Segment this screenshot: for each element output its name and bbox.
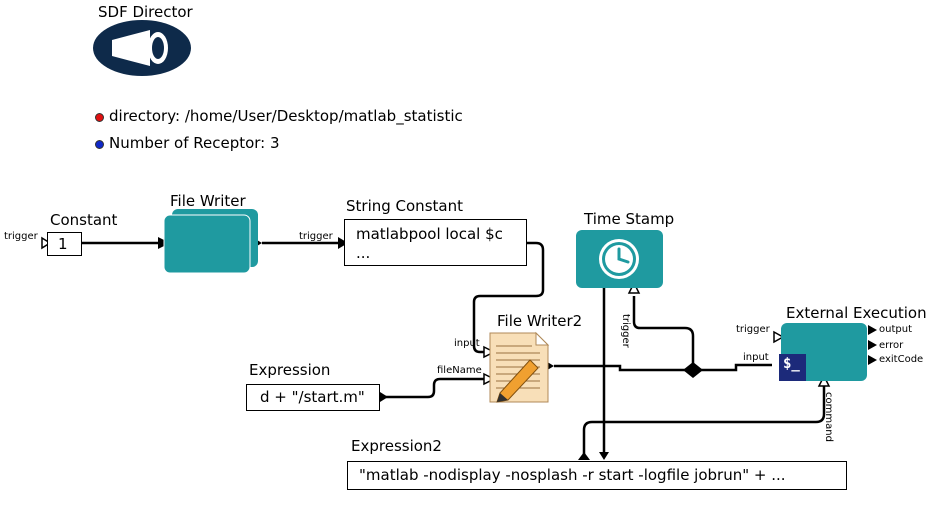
- relation-relation-ext-input: [693, 363, 772, 372]
- constant-value: 1: [58, 235, 68, 253]
- file-writer-actor[interactable]: [163, 209, 258, 274]
- file-writer2-filename-port-label: fileName: [437, 365, 482, 376]
- expression2-actor[interactable]: "matlab -nodisplay -nosplash -r start -l…: [347, 461, 847, 490]
- external-execution-trigger-port-label: trigger: [736, 324, 770, 335]
- relation-string-filewriter2: [472, 241, 545, 354]
- relation-expression2-command: [582, 386, 826, 460]
- expression-value: d + "/start.m": [260, 388, 365, 406]
- string-constant-actor[interactable]: matlabpool local $c ...: [344, 219, 527, 266]
- parameter-number-of-receptor[interactable]: Number of Receptor: 3: [109, 134, 280, 152]
- external-execution-command-port-label: command: [823, 392, 834, 442]
- parameter-dot-receptor: [95, 140, 104, 149]
- relation-expression-filewriter2: [382, 377, 484, 399]
- expression2-value: "matlab -nodisplay -nosplash -r start -l…: [359, 466, 786, 484]
- external-execution-input-port-label: input: [743, 352, 769, 363]
- file-writer-title: File Writer: [170, 192, 246, 210]
- string-constant-title: String Constant: [346, 197, 463, 215]
- constant-title: Constant: [50, 211, 118, 229]
- terminal-prompt-icon: $_: [783, 356, 800, 372]
- time-stamp-trigger-port-label: trigger: [620, 314, 631, 348]
- external-execution-title: External Execution: [786, 304, 927, 322]
- external-execution-actor[interactable]: [779, 323, 867, 381]
- file-writer2-title: File Writer2: [497, 312, 583, 330]
- expression2-title: Expression2: [351, 437, 442, 455]
- string-constant-line1: matlabpool local $c: [356, 225, 503, 243]
- external-execution-error-port-label: error: [879, 340, 904, 351]
- parameter-directory[interactable]: directory: /home/User/Desktop/matlab_sta…: [109, 107, 463, 125]
- time-stamp-actor[interactable]: [576, 230, 663, 288]
- relation-relation-timestamp: [632, 296, 695, 370]
- time-stamp-title: Time Stamp: [584, 210, 675, 228]
- expression-actor[interactable]: d + "/start.m": [246, 384, 380, 411]
- constant-actor[interactable]: 1: [47, 232, 82, 256]
- relation-filewriter2-output: [554, 364, 693, 372]
- relations: [82, 241, 826, 460]
- external-execution-exitcode-port-label: exitCode: [879, 354, 924, 365]
- file-writer2-actor[interactable]: [489, 331, 550, 403]
- constant-trigger-port-label: trigger: [4, 231, 38, 242]
- file-writer2-input-port-label: input: [454, 338, 480, 349]
- string-constant-line2: ...: [356, 244, 371, 262]
- string-constant-trigger-port-label: trigger: [299, 231, 333, 242]
- sdf-director-icon[interactable]: [93, 20, 191, 76]
- external-execution-output-port-label: output: [879, 324, 912, 335]
- expression-title: Expression: [249, 361, 331, 379]
- parameter-dot-directory: [95, 113, 104, 122]
- director-label: SDF Director: [98, 3, 193, 21]
